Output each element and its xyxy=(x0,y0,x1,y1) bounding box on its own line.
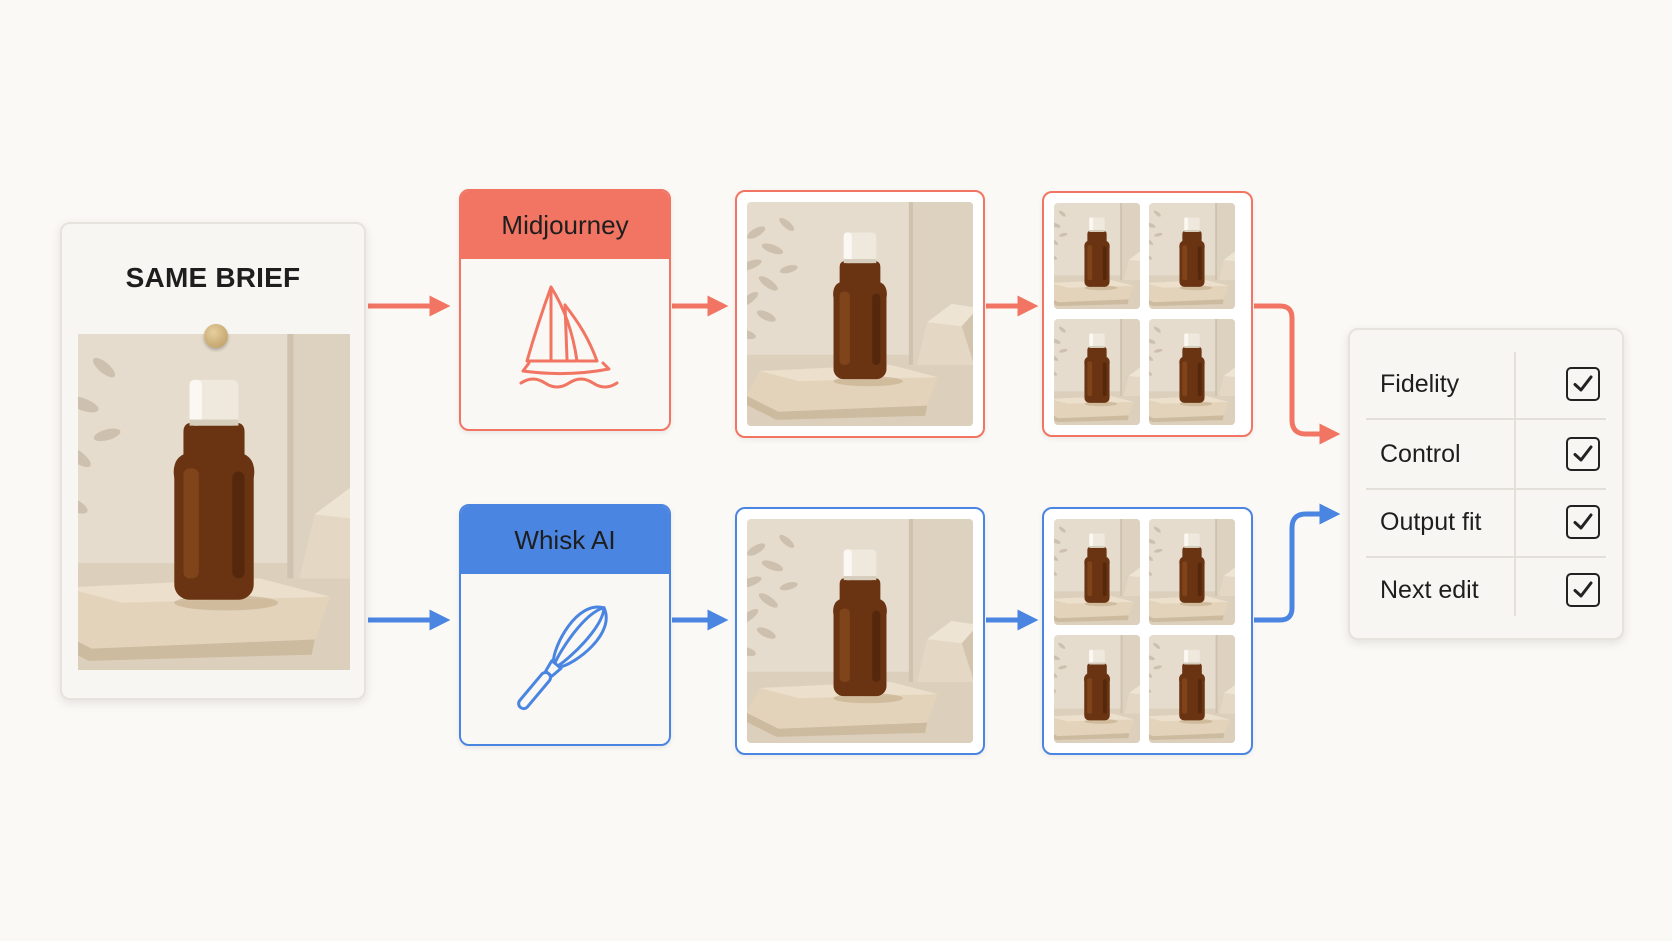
pin-icon xyxy=(204,324,228,348)
variation-thumb xyxy=(1054,635,1140,743)
render-image xyxy=(747,519,973,743)
column-divider xyxy=(1514,352,1516,616)
sailboat-icon xyxy=(519,285,619,389)
checkbox-checked-icon[interactable] xyxy=(1566,437,1600,471)
midjourney-card: Midjourney xyxy=(459,189,671,431)
checklist-label: Output fit xyxy=(1380,507,1482,536)
checkbox-checked-icon[interactable] xyxy=(1566,505,1600,539)
brief-card: SAME BRIEF xyxy=(60,222,366,700)
row-divider xyxy=(1366,418,1606,420)
row-divider xyxy=(1366,556,1606,558)
checklist-label: Control xyxy=(1380,439,1461,468)
midjourney-header: Midjourney xyxy=(461,191,669,259)
variation-thumb xyxy=(1149,519,1235,625)
whisk-header: Whisk AI xyxy=(461,506,669,574)
render-image xyxy=(747,202,973,426)
checklist-row: Fidelity xyxy=(1366,350,1606,418)
checklist-row: Output fit xyxy=(1366,488,1606,556)
arrow-variations-to-checklist xyxy=(1254,303,1341,445)
brief-title: SAME BRIEF xyxy=(125,262,301,293)
evaluation-checklist: Fidelity Control Output fit Next edit xyxy=(1348,328,1624,640)
variation-thumb xyxy=(1149,319,1235,425)
arrow-variations-to-checklist xyxy=(1254,503,1341,623)
whisk-render xyxy=(735,507,985,755)
whisk-label: Whisk AI xyxy=(514,524,616,555)
checkbox-checked-icon[interactable] xyxy=(1566,573,1600,607)
midjourney-variations xyxy=(1042,191,1253,437)
variation-thumb xyxy=(1149,203,1235,309)
whisk-card: Whisk AI xyxy=(459,504,671,746)
midjourney-render xyxy=(735,190,985,438)
whisk-icon xyxy=(517,605,608,711)
variation-thumb xyxy=(1054,203,1140,309)
row-divider xyxy=(1366,488,1606,490)
checklist-label: Next edit xyxy=(1380,575,1479,604)
checklist-label: Fidelity xyxy=(1380,369,1460,398)
variation-thumb xyxy=(1054,519,1140,625)
variation-thumb xyxy=(1149,635,1235,743)
brief-reference-photo xyxy=(78,334,350,670)
whisk-variations xyxy=(1042,507,1253,755)
variation-thumb xyxy=(1054,319,1140,425)
checkbox-checked-icon[interactable] xyxy=(1566,367,1600,401)
checklist-row: Control xyxy=(1366,420,1606,488)
checklist-row: Next edit xyxy=(1366,556,1606,624)
midjourney-label: Midjourney xyxy=(501,209,629,240)
